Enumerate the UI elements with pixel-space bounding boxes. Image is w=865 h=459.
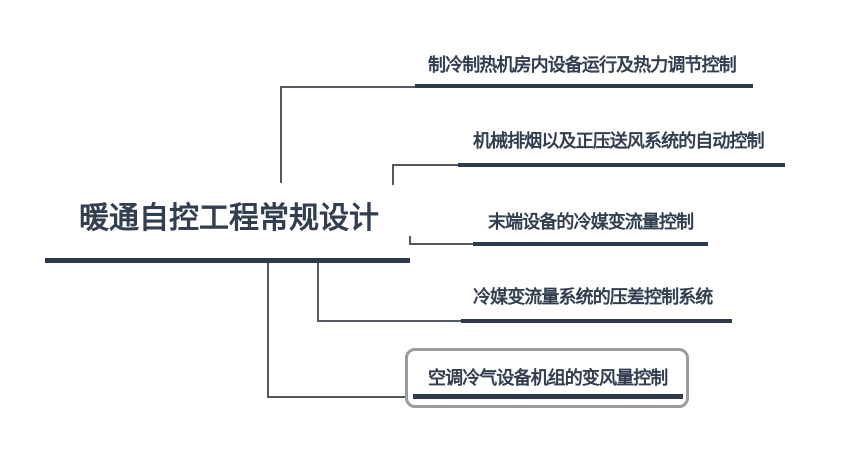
branch-topic-4-label: 冷媒变流量系统的压差控制系统 (473, 287, 713, 308)
connector-branch-4-horizontal (317, 320, 462, 322)
branch-topic-1-label: 制冷制热机房内设备运行及热力调节控制 (428, 55, 737, 76)
branch-topic-4-underline (461, 319, 732, 323)
connector-branch-2-vertical (392, 165, 394, 185)
connector-branch-1-horizontal (280, 86, 416, 88)
connector-branch-4-vertical (317, 263, 319, 320)
central-topic-label: 暖通自控工程常规设计 (79, 201, 379, 236)
branch-topic-5-label: 空调冷气设备机组的变风量控制 (428, 368, 668, 389)
branch-topic-1-underline (415, 84, 753, 88)
central-topic-underline (45, 258, 410, 263)
branch-topic-2-label: 机械排烟以及正压送风系统的自动控制 (473, 131, 765, 152)
branch-topic-5-selection-box (405, 348, 689, 408)
branch-topic-3-label: 末端设备的冷媒变流量控制 (488, 212, 694, 233)
connector-branch-3-horizontal (409, 243, 475, 245)
connector-branch-1-vertical (280, 88, 282, 183)
branch-topic-5-underline (413, 394, 683, 399)
branch-topic-2-underline (458, 163, 785, 167)
connector-branch-5-vertical (267, 263, 269, 397)
connector-branch-2-horizontal (392, 164, 459, 166)
connector-branch-3-vertical (409, 236, 411, 245)
branch-topic-3-underline (473, 242, 708, 246)
connector-branch-5-horizontal (267, 396, 406, 398)
